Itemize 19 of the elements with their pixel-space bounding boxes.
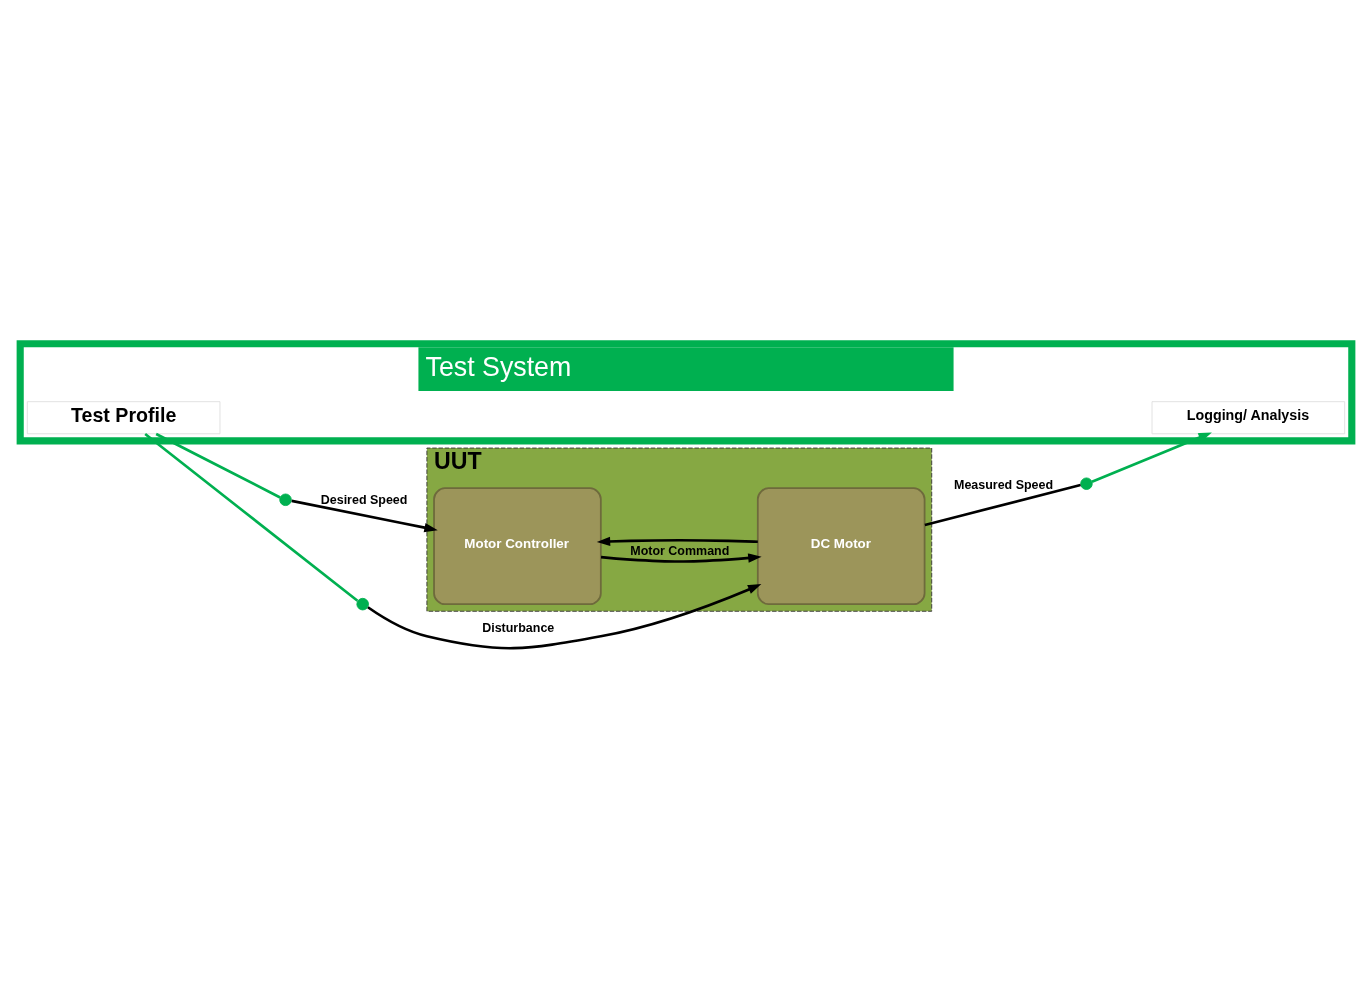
- connector: [144, 432, 359, 602]
- arrow: [291, 499, 438, 533]
- connector: [924, 483, 1081, 527]
- edge-label: Measured Speed: [954, 478, 1054, 493]
- edge-label: Disturbance: [482, 620, 555, 635]
- edge-label: Motor Command: [630, 544, 730, 559]
- node-circle: [356, 597, 369, 611]
- node-box: Motor Controller: [433, 487, 602, 606]
- node-box: Test Profile: [26, 401, 221, 435]
- node-box: Logging/ Analysis: [1151, 401, 1346, 435]
- node-box: DC Motor: [756, 487, 926, 606]
- node-circle: [279, 493, 292, 507]
- arrow: [596, 536, 758, 547]
- connector: [155, 432, 281, 499]
- node-circle: [1080, 477, 1093, 490]
- edge-label: Desired Speed: [320, 492, 408, 507]
- arrow: [1091, 432, 1212, 484]
- arrow: [600, 553, 762, 563]
- arrow: [367, 584, 762, 650]
